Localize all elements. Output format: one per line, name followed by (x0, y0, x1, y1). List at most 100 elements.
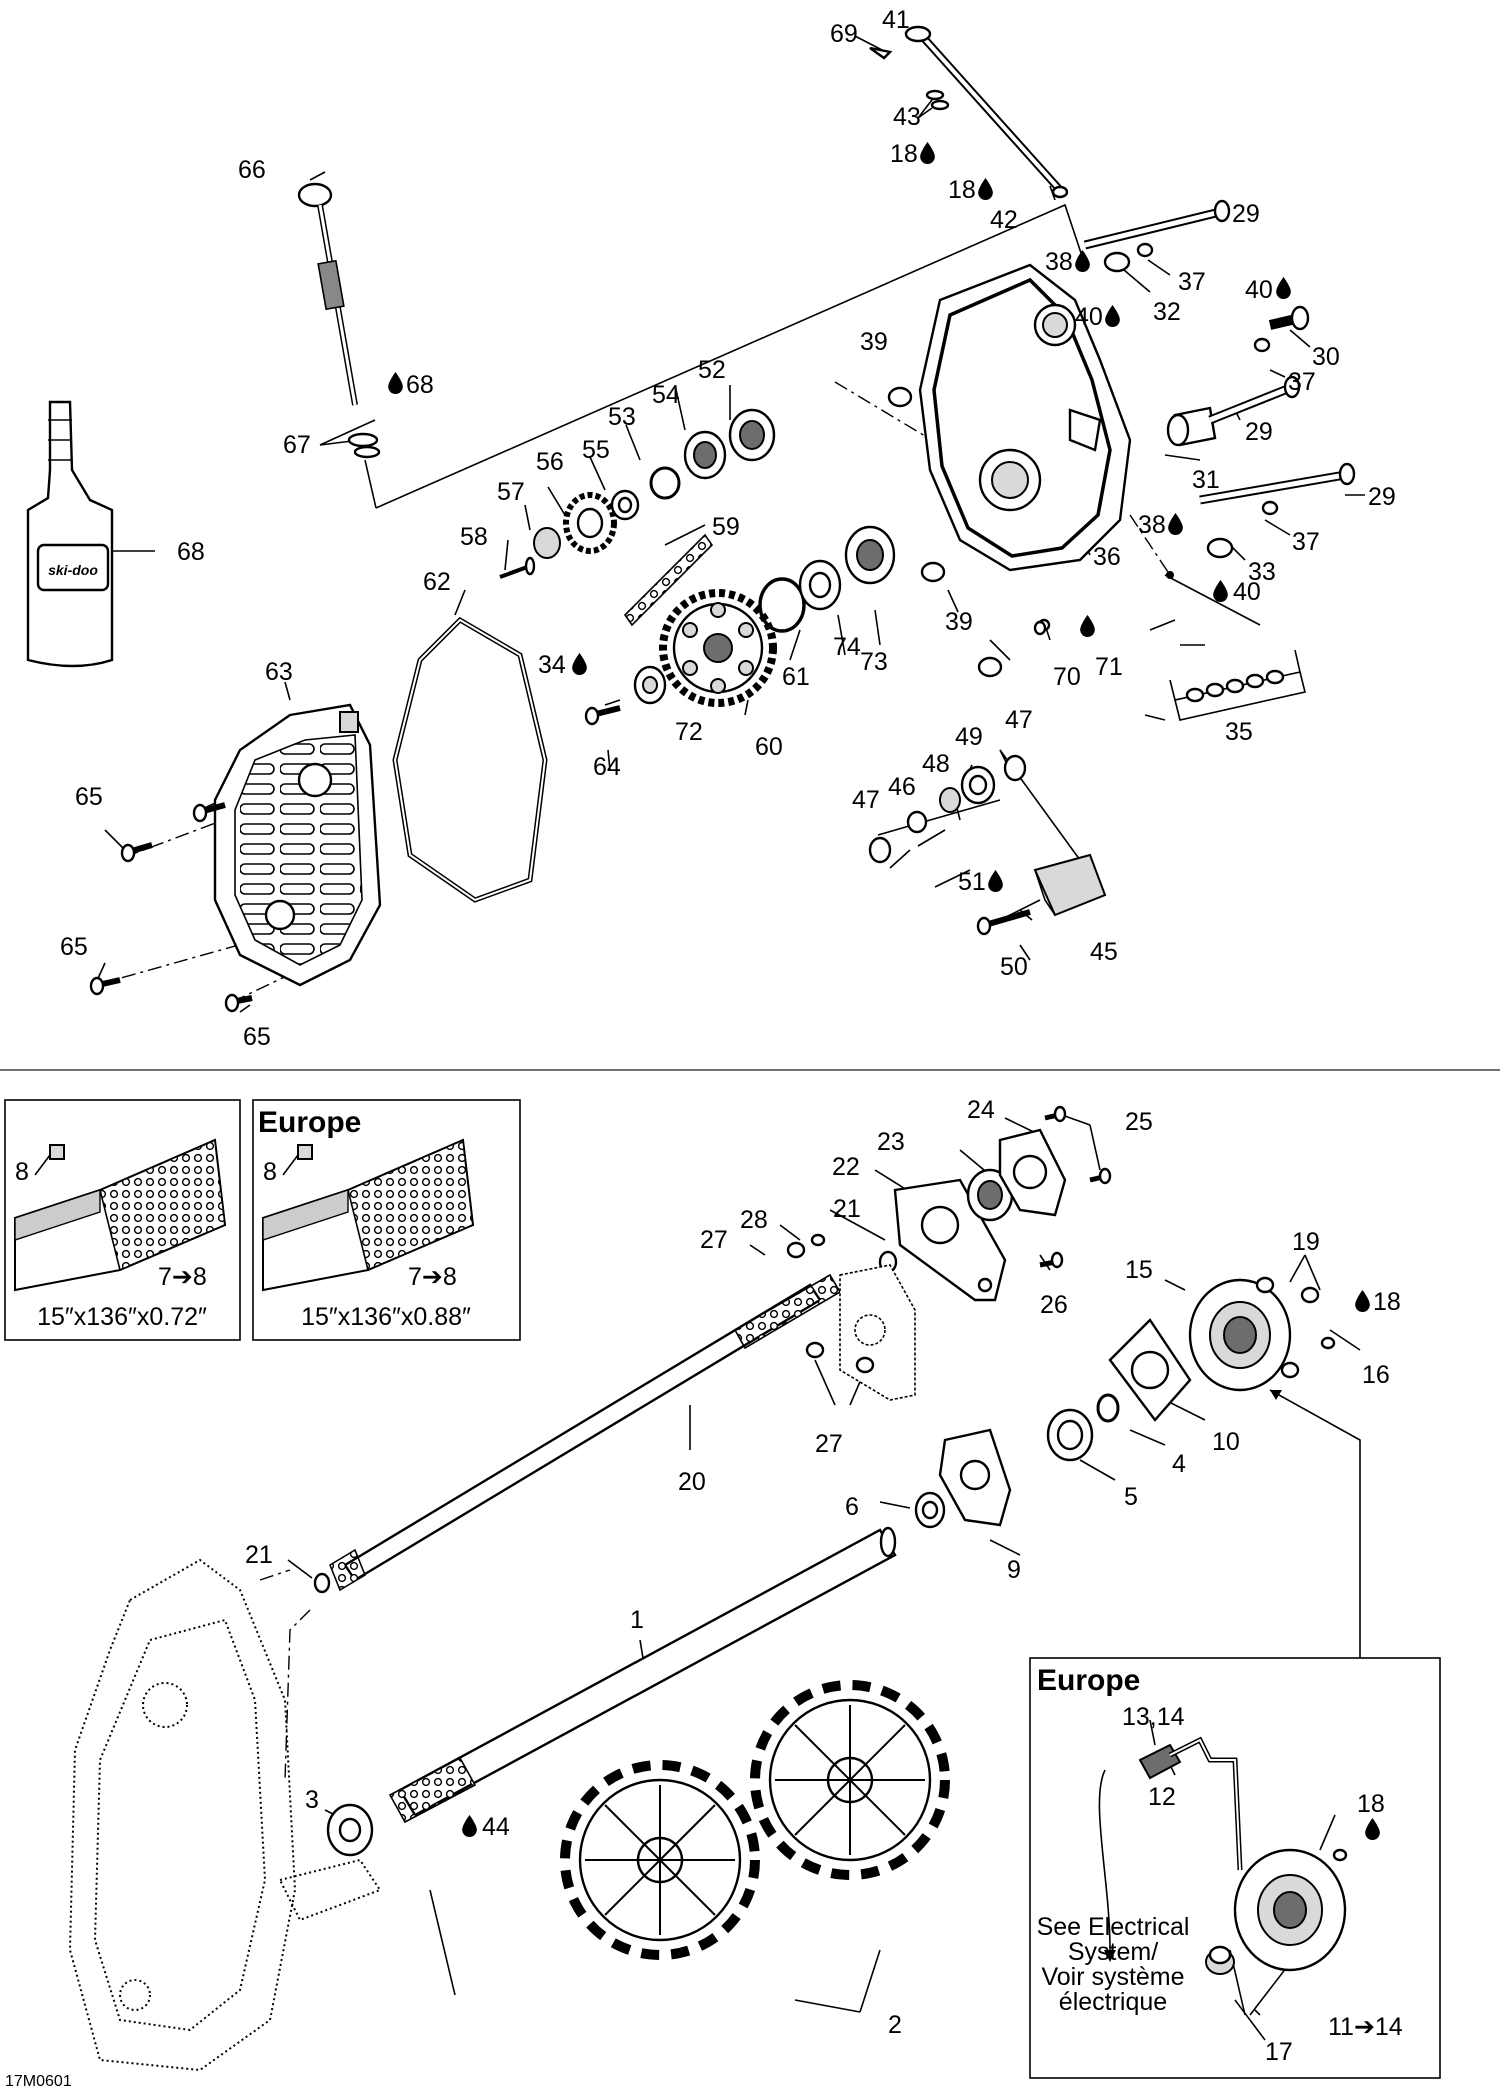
part-fitting-16 (1320, 1336, 1336, 1350)
part-flange-9 (938, 1428, 1012, 1527)
callout-62: 62 (423, 568, 451, 596)
callout-38a: 38 (1045, 248, 1073, 276)
part-flange-24 (998, 1128, 1067, 1217)
part-gasket-62 (392, 616, 548, 903)
callout-7b: 7➔8 (408, 1263, 457, 1291)
callout-67: 67 (283, 431, 311, 459)
callout-46: 46 (888, 773, 916, 801)
callout-39a: 39 (860, 328, 888, 356)
callout-31: 31 (1192, 466, 1220, 494)
part-spacer-49 (960, 765, 996, 805)
oil-drop-icon (1355, 1290, 1370, 1312)
oil-drop-icon (1213, 580, 1228, 602)
leader-lines (94, 31, 1365, 1013)
callout-1: 1 (630, 1606, 644, 1634)
callout-21a: 21 (833, 1195, 861, 1223)
callout-71: 71 (1095, 653, 1123, 681)
part-bolt-29a (1083, 199, 1231, 250)
callout-2: 2 (888, 2011, 902, 2039)
callout-15: 15 (1125, 1256, 1153, 1284)
callout-49: 49 (955, 723, 983, 751)
callout-23: 23 (877, 1128, 905, 1156)
part-nut-33 (1206, 537, 1234, 559)
part-shims-35 (1037, 571, 1306, 721)
part-bracket (839, 1264, 916, 1401)
part-bolt-50 (976, 909, 1031, 936)
callout-73: 73 (860, 648, 888, 676)
callout-36: 36 (1093, 543, 1121, 571)
part-bolts-25 (1044, 1105, 1112, 1185)
drive-axle-section (4, 1099, 1441, 2079)
callout-33: 33 (1248, 558, 1276, 586)
callout-38b: 38 (1138, 511, 1166, 539)
part-nuts-19 (1255, 1276, 1320, 1379)
part-nut-39b (920, 561, 1003, 678)
part-seal-3 (326, 1803, 374, 1857)
oil-drop-icon (920, 142, 935, 164)
callout-18a: 18 (890, 140, 918, 168)
callout-35: 35 (1225, 718, 1253, 746)
part-screw-58 (499, 556, 536, 579)
callout-29c: 29 (1368, 483, 1396, 511)
part-bolt-26 (1039, 1251, 1064, 1269)
callout-65c: 65 (243, 1023, 271, 1051)
callout-34: 34 (538, 651, 566, 679)
part-plate-22 (893, 1178, 1007, 1302)
callout-29b: 29 (1245, 418, 1273, 446)
part-oil-bottle-68: ski-doo (26, 400, 114, 668)
callout-70: 70 (1053, 663, 1081, 691)
part-circlip-61 (758, 577, 806, 633)
part-nut-57 (533, 527, 561, 559)
callout-42: 42 (990, 206, 1018, 234)
part-bolt-64 (584, 705, 621, 726)
callout-6: 6 (845, 1493, 859, 1521)
callout-1114: 11➔14 (1328, 2013, 1403, 2041)
part-nut-39a (887, 386, 913, 408)
chaincase-section: ski-doo (26, 25, 1365, 1013)
callout-32: 32 (1153, 298, 1181, 326)
callout-8b: 8 (263, 1158, 277, 1186)
leader-lines-lower (34, 1114, 1361, 2041)
callout-40c: 40 (1233, 578, 1261, 606)
part-washer-47a (1003, 754, 1027, 782)
callout-50: 50 (1000, 953, 1028, 981)
callout-30: 30 (1312, 343, 1340, 371)
part-bushing-55 (610, 489, 640, 521)
oil-drop-icon (1105, 305, 1120, 327)
callout-47b: 47 (852, 786, 880, 814)
callout-28: 28 (740, 1206, 768, 1234)
part-nut-32 (1103, 242, 1154, 273)
part-sensor-17 (1205, 1945, 1235, 1975)
oil-drop-icon (978, 178, 993, 200)
callout-4: 4 (1172, 1450, 1186, 1478)
callout-37b: 37 (1288, 368, 1316, 396)
part-sprocket-56 (563, 492, 617, 554)
callout-39b: 39 (945, 608, 973, 636)
part-spacer-72 (633, 665, 667, 705)
part-seal-6 (914, 1491, 946, 1529)
part-cover-63 (213, 703, 382, 987)
callout-5: 5 (1124, 1483, 1138, 1511)
part-shaft-20 (329, 1273, 842, 1592)
callout-55: 55 (582, 436, 610, 464)
callout-64: 64 (593, 753, 621, 781)
callout-25: 25 (1125, 1108, 1153, 1136)
callout-18c: 18 (1373, 1288, 1401, 1316)
part-sprocket-2b (750, 1680, 950, 1880)
callout-3: 3 (305, 1786, 319, 1814)
callout-65a: 65 (75, 783, 103, 811)
part-spacer-46 (906, 810, 928, 834)
part-bushing-74 (798, 559, 842, 611)
callout-17: 17 (1265, 2038, 1293, 2066)
part-chaincase-housing (918, 263, 1132, 572)
part-orings-43 (925, 89, 950, 111)
track-drawing-standard (14, 1138, 227, 1292)
oil-drop-icon (1276, 277, 1291, 299)
callout-40a: 40 (1245, 276, 1273, 304)
callout-44: 44 (482, 1813, 510, 1841)
part-bolts-65 (89, 802, 253, 1013)
track-size-standard: 15″x136″x0.72″ (37, 1303, 207, 1331)
callout-59: 59 (712, 513, 740, 541)
part-sprocket-60 (659, 589, 777, 707)
oil-drop-icon (572, 653, 587, 675)
